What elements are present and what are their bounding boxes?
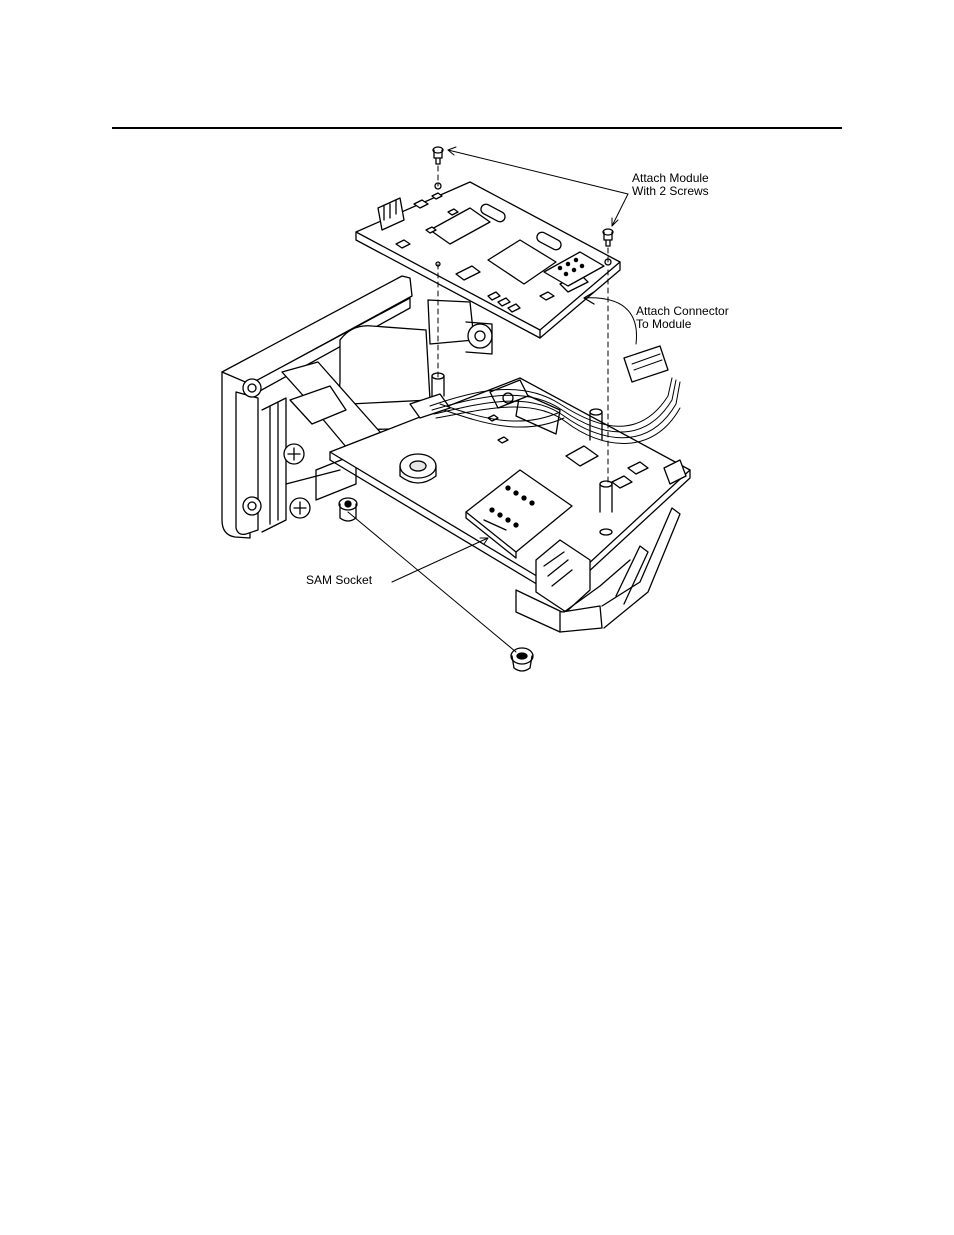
callout-line: SAM Socket (306, 573, 373, 587)
callout-attach-module-screws: Attach Module With 2 Screws (632, 172, 709, 198)
callout-leaders (347, 146, 637, 653)
terminal-connector (535, 539, 591, 613)
callout-line: To Module (636, 317, 692, 331)
callout-attach-connector: Attach Connector To Module (636, 305, 729, 331)
module-screws (432, 146, 614, 247)
cable-harness (429, 345, 681, 444)
mounting-bracket (515, 507, 681, 633)
housing-faceplate (221, 275, 413, 539)
callout-line: Attach Module (632, 171, 709, 185)
header-rule (112, 127, 842, 129)
module-pcb (355, 181, 621, 339)
alignment-lines (437, 165, 609, 487)
callout-line: With 2 Screws (632, 184, 709, 198)
callout-sam-socket: SAM Socket (306, 574, 372, 587)
sam-socket (465, 469, 573, 559)
callout-line: Attach Connector (636, 304, 729, 318)
